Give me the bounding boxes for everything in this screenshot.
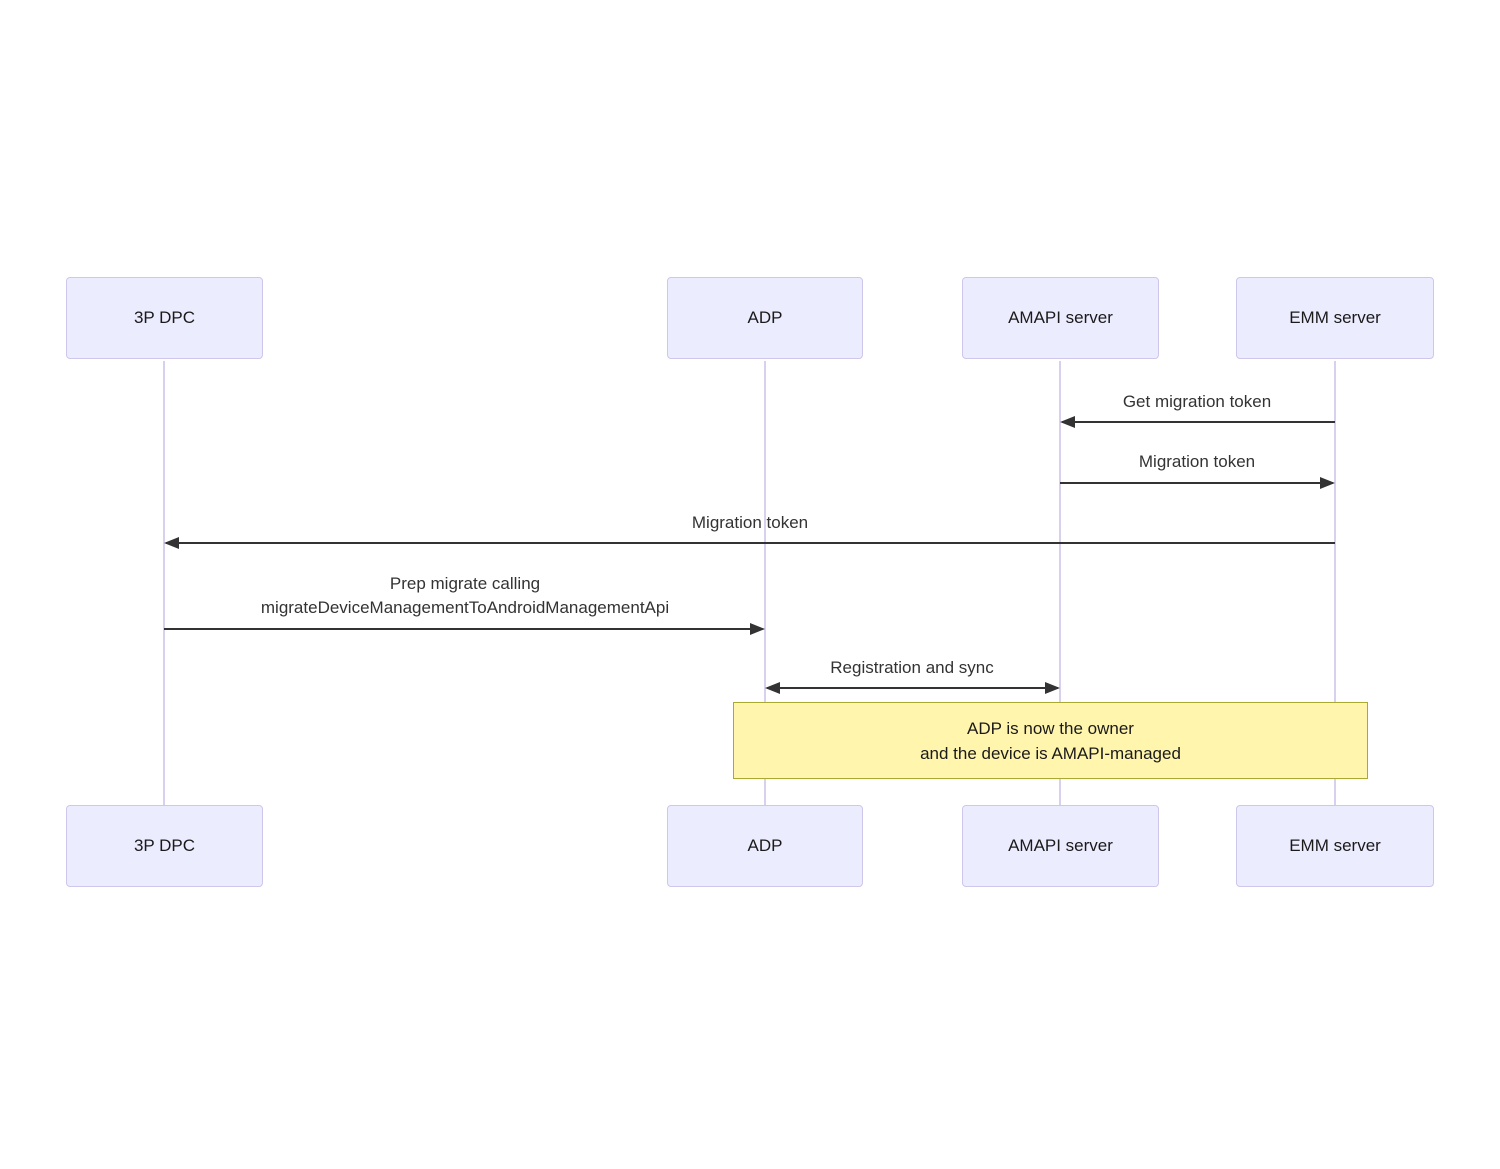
arrowhead-right-icon [750,623,765,635]
actor-3p-dpc-top: 3P DPC [66,277,263,359]
actor-label: EMM server [1289,308,1381,327]
message-label-registration-sync: Registration and sync [830,658,994,677]
arrowhead-left-icon [1060,416,1075,428]
message-arrow-get-migration-token [1062,421,1335,423]
lifeline-emm-server [1334,361,1336,805]
actor-label: ADP [747,836,783,855]
message-arrow-prep-migrate [164,628,750,630]
message-arrow-registration-sync [767,687,1058,689]
arrowhead-right-icon [1320,477,1335,489]
message-arrow-migration-token-1 [1060,482,1333,484]
actor-label: 3P DPC [133,308,196,327]
actor-label: 3P DPC [133,836,196,855]
actor-3p-dpc-bottom: 3P DPC [66,805,263,887]
note-line: and the device is AMAPI-managed [920,743,1181,763]
arrowhead-right-icon [1045,682,1060,694]
message-label-prep-migrate: Prep migrate calling migrateDeviceManage… [261,572,669,620]
lifeline-adp [764,361,766,805]
actor-adp-bottom: ADP [667,805,863,887]
message-arrow-migration-token-2 [166,542,1335,544]
actor-label: EMM server [1289,836,1381,855]
message-label-line: migrateDeviceManagementToAndroidManageme… [260,598,670,617]
actor-label: AMAPI server [1008,308,1113,327]
actor-amapi-server-top: AMAPI server [962,277,1159,359]
note-adp-owner: ADP is now the owner and the device is A… [733,702,1368,779]
arrowhead-left-icon [164,537,179,549]
actor-amapi-server-bottom: AMAPI server [962,805,1159,887]
message-label-get-migration-token: Get migration token [1122,392,1272,411]
message-label-migration-token-2: Migration token [691,513,809,532]
actor-adp-top: ADP [667,277,863,359]
actor-label: AMAPI server [1008,836,1113,855]
note-line: ADP is now the owner [967,718,1134,738]
arrowhead-left-icon [765,682,780,694]
actor-emm-server-bottom: EMM server [1236,805,1434,887]
lifeline-amapi-server [1059,361,1061,805]
message-label-migration-token-1: Migration token [1138,452,1256,471]
message-label-line: Prep migrate calling [389,574,541,593]
lifeline-3p-dpc [163,361,165,805]
actor-label: ADP [747,308,783,327]
actor-emm-server-top: EMM server [1236,277,1434,359]
